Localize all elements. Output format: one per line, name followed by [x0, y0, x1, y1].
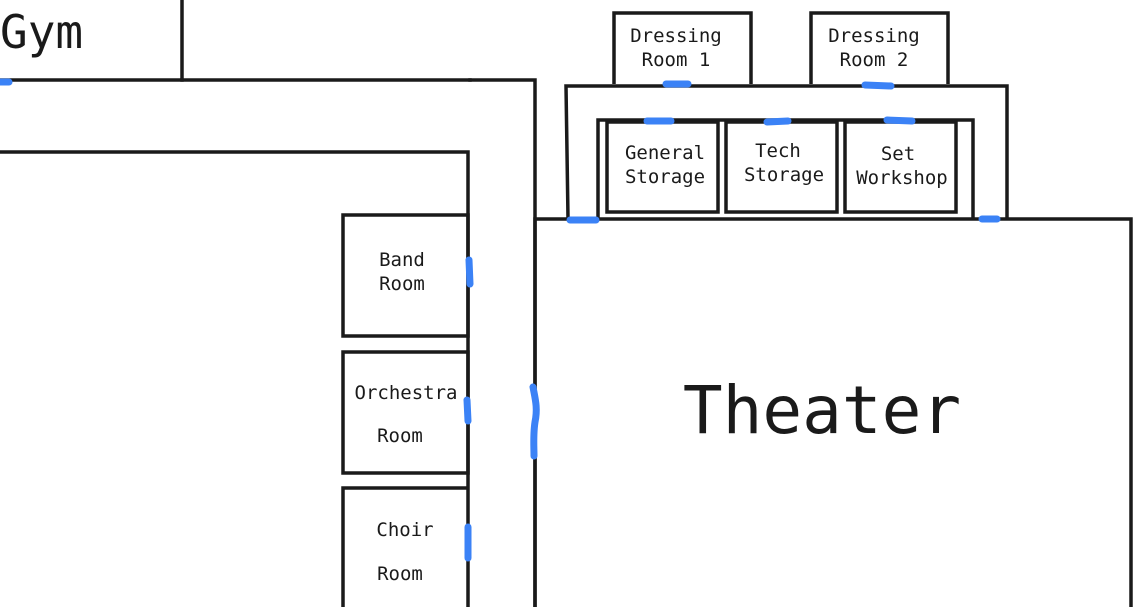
- gym[interactable]: Gym: [0, 0, 184, 82]
- gym-label: Gym: [0, 5, 83, 59]
- tech-storage[interactable]: Tech Storage: [724, 120, 839, 214]
- tech-storage-label-line1: Tech: [755, 140, 801, 162]
- door-set-workshop[interactable]: [883, 116, 916, 125]
- set-workshop-label-line1: Set: [881, 143, 915, 165]
- door-dressing-room-2[interactable]: [861, 81, 895, 90]
- door-theater-corridor[interactable]: [529, 383, 540, 460]
- corridor-outer-wall: [468, 78, 537, 607]
- corridor-walls: [0, 78, 537, 607]
- band-room[interactable]: Band Room: [341, 213, 470, 338]
- dressing-room-2[interactable]: Dressing Room 2: [809, 11, 950, 84]
- band-room-label-line1: Band: [379, 249, 425, 271]
- dressing-room-1-outline: [612, 11, 753, 84]
- backstage-outer-wall: [564, 84, 1009, 220]
- door-band-room[interactable]: [465, 256, 474, 288]
- orchestra-room[interactable]: Orchestra Room: [341, 350, 470, 475]
- door-orchestra-room[interactable]: [463, 396, 472, 425]
- choir-room-label-line1: Choir: [376, 519, 433, 541]
- orchestra-room-label-line2: Room: [377, 425, 423, 447]
- general-storage-label-line2: Storage: [625, 166, 705, 188]
- theater-label: Theater: [683, 372, 961, 449]
- choir-room-label-line2: Room: [377, 563, 423, 585]
- general-storage-label-line1: General: [625, 142, 705, 164]
- band-room-label-line2: Room: [379, 273, 425, 295]
- dressing-room-1-label-line1: Dressing: [630, 25, 722, 47]
- set-workshop[interactable]: Set Workshop: [843, 120, 958, 214]
- dressing-room-1[interactable]: Dressing Room 1: [612, 11, 753, 84]
- orchestra-room-outline: [341, 350, 470, 475]
- choir-room-outline: [341, 486, 468, 607]
- orchestra-room-label-line1: Orchestra: [355, 382, 458, 404]
- tech-storage-label-line2: Storage: [744, 164, 824, 186]
- doors: [0, 78, 1001, 562]
- dressing-room-2-outline: [809, 11, 950, 84]
- choir-room[interactable]: Choir Room: [341, 486, 468, 607]
- general-storage[interactable]: General Storage: [605, 120, 720, 214]
- dressing-room-1-label-line2: Room 1: [642, 49, 711, 71]
- theater[interactable]: Theater: [533, 217, 1133, 607]
- dressing-room-2-label-line2: Room 2: [840, 49, 909, 71]
- set-workshop-label-line2: Workshop: [856, 167, 948, 189]
- door-tech-storage[interactable]: [763, 117, 792, 126]
- dressing-room-2-label-line1: Dressing: [828, 25, 920, 47]
